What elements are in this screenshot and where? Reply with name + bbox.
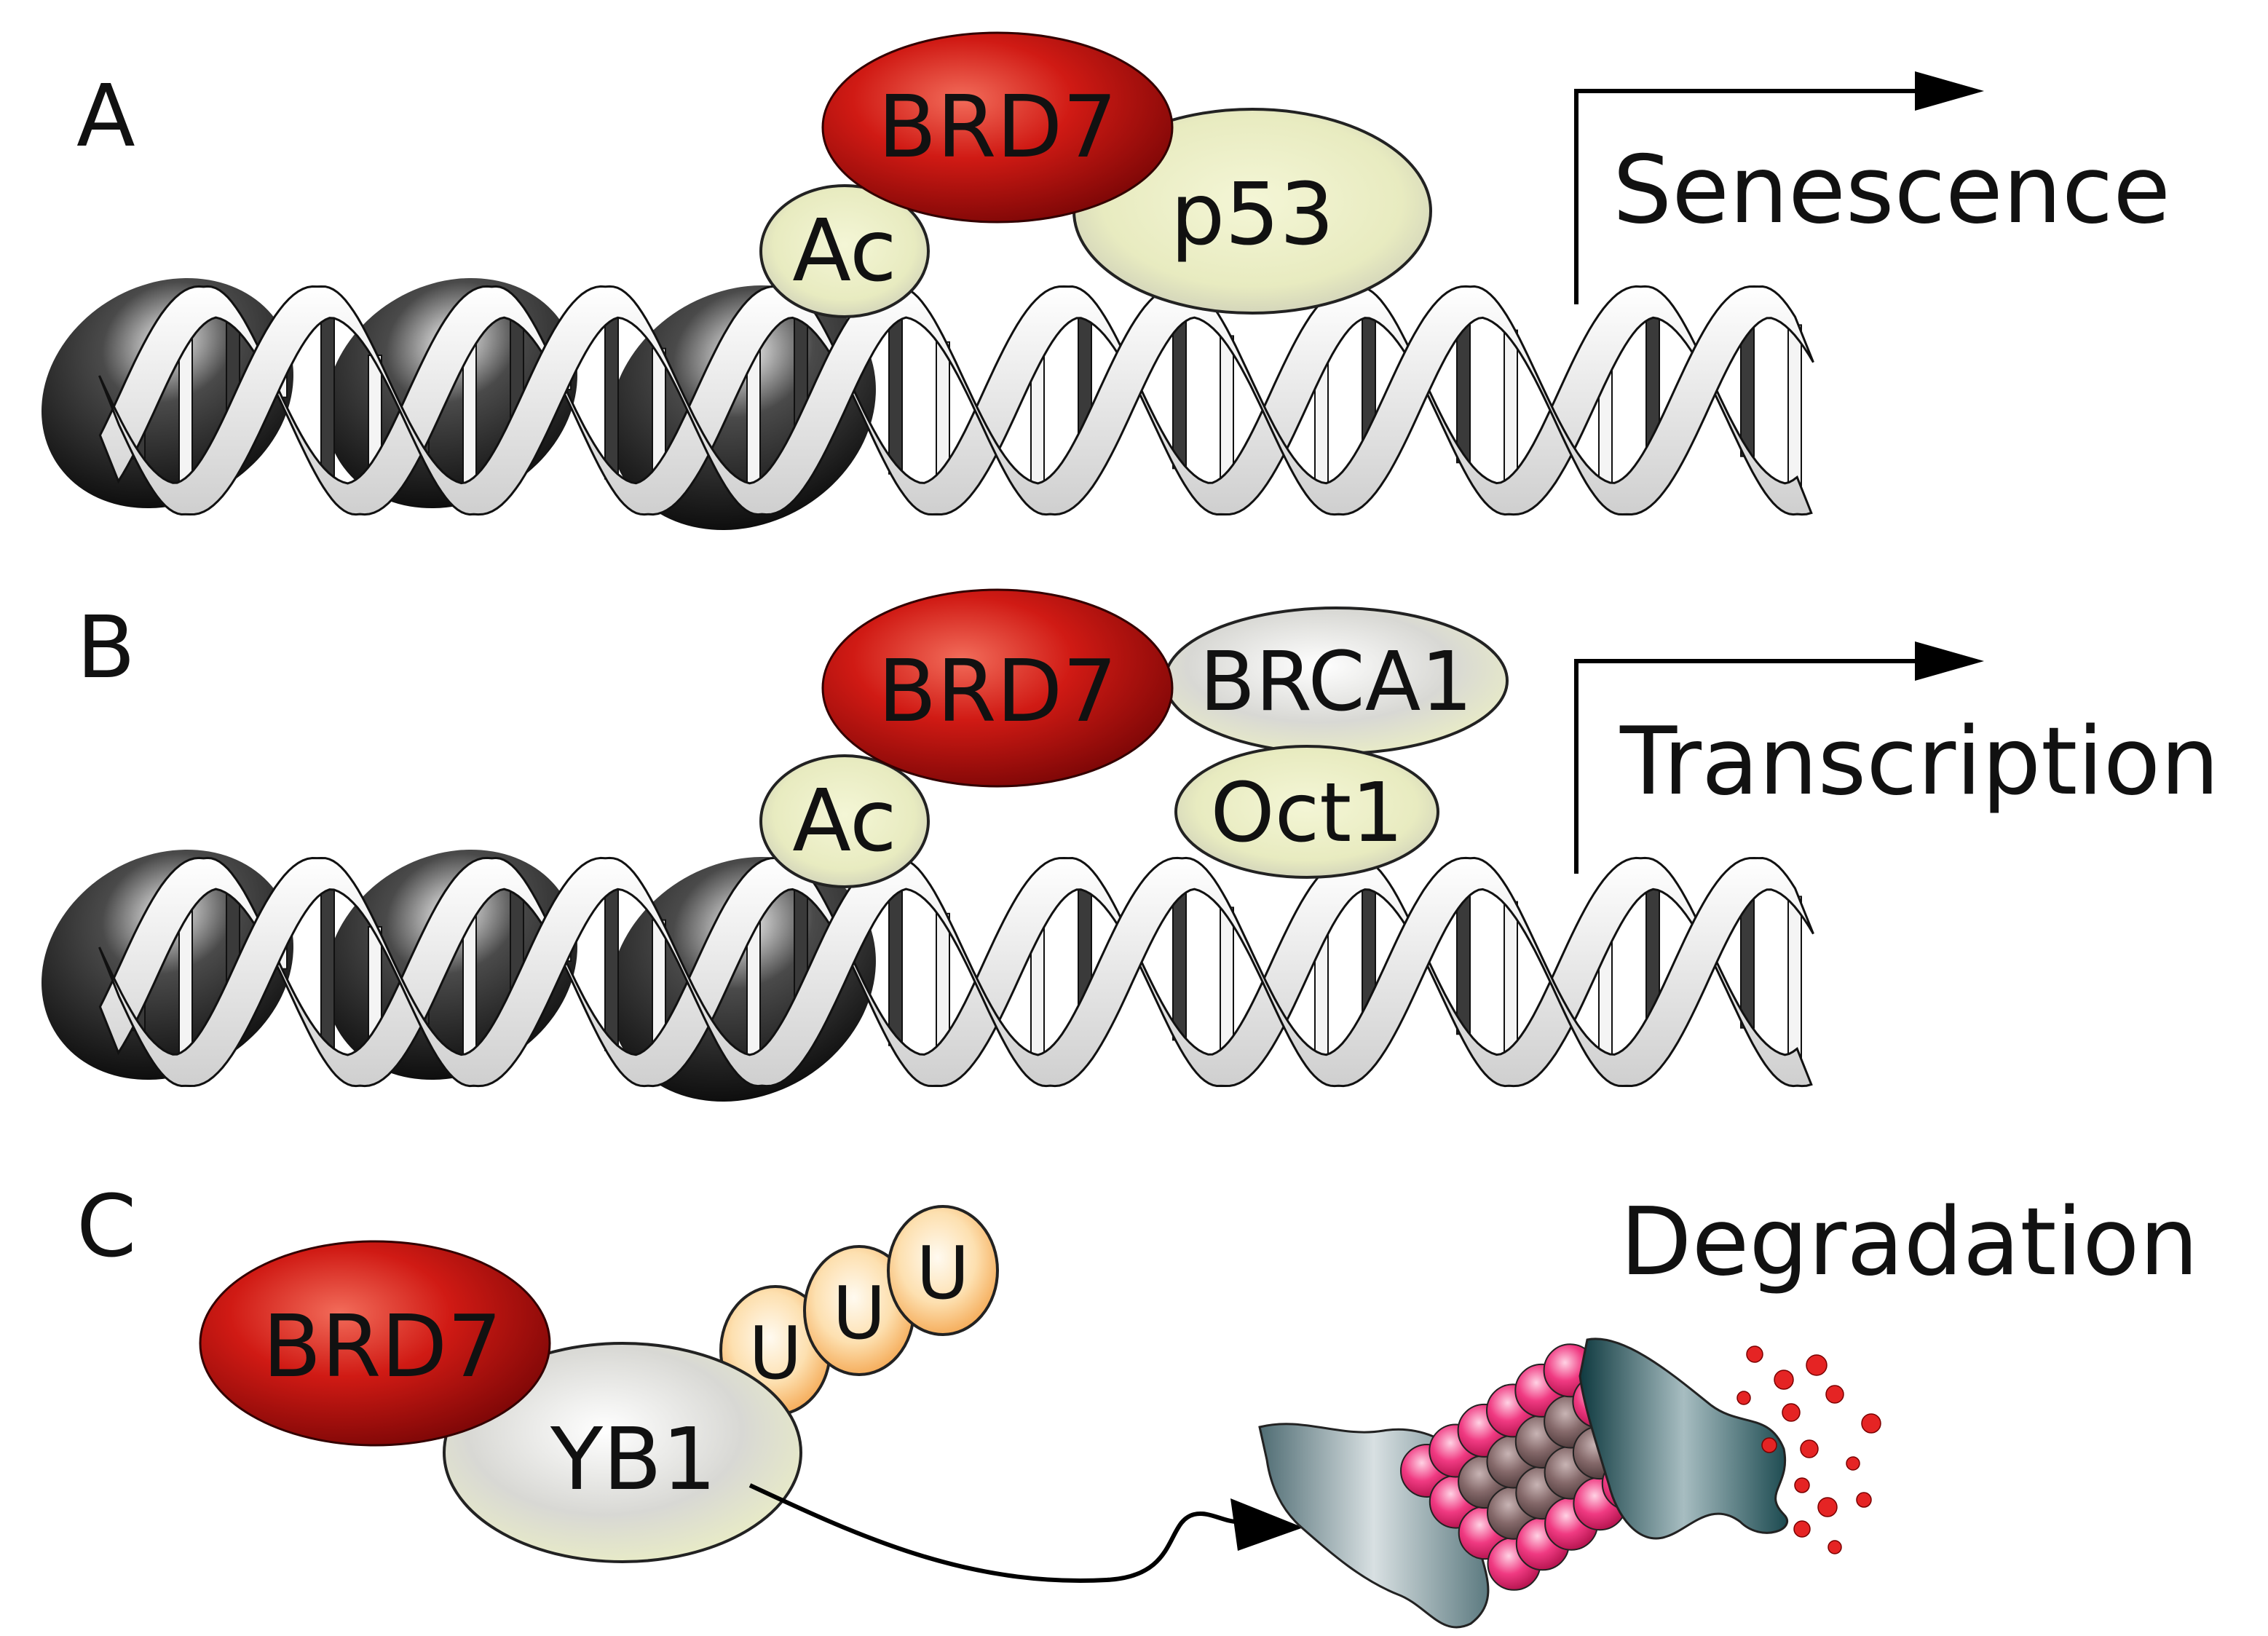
base-pair xyxy=(320,301,335,484)
peptide-fragment xyxy=(1861,1413,1881,1434)
dna-strand-front xyxy=(98,856,1814,1088)
ac-mark xyxy=(759,184,930,318)
peptide-fragment xyxy=(1846,1456,1860,1471)
dna-strand-back xyxy=(98,856,1813,1088)
proteasome xyxy=(1258,1337,1789,1629)
base-pair xyxy=(604,301,619,480)
peptide-fragment xyxy=(1774,1370,1794,1390)
ubiquitin-label: U xyxy=(832,1271,885,1356)
dna-helix-a xyxy=(98,285,1814,516)
ac-label: Ac xyxy=(792,770,897,871)
outcome-senescence: Senescence xyxy=(1613,136,2170,245)
yb1-label: YB1 xyxy=(550,1409,716,1509)
tss-arrow-a xyxy=(1574,89,1937,304)
degraded-fragments xyxy=(1736,1345,1881,1554)
p53-label: p53 xyxy=(1170,164,1334,264)
brd7-label: BRD7 xyxy=(878,641,1118,741)
ac-label: Ac xyxy=(792,200,897,301)
brd7-label: BRD7 xyxy=(263,1296,502,1396)
brd7-protein xyxy=(821,31,1174,224)
yb1-protein xyxy=(443,1342,802,1563)
peptide-fragment xyxy=(1856,1492,1872,1508)
brd7-label: BRD7 xyxy=(878,76,1118,177)
panel-b-letter: B xyxy=(76,597,135,698)
brca1-label: BRCA1 xyxy=(1199,635,1472,730)
peptide-fragment xyxy=(1782,1403,1801,1422)
panel-c-letter: C xyxy=(76,1176,136,1276)
ubiquitin xyxy=(887,1205,999,1336)
dna-strand-back xyxy=(98,285,1813,516)
arrowhead xyxy=(1230,1498,1303,1551)
peptide-fragment xyxy=(1736,1391,1751,1405)
base-pair xyxy=(1787,896,1802,1071)
dna-strand-front xyxy=(98,285,1814,516)
peptide-fragment xyxy=(1761,1437,1777,1453)
proteasome-cap-right xyxy=(1578,1337,1789,1540)
outcome-transcription: Transcription xyxy=(1619,708,2219,816)
peptide-fragment xyxy=(1794,1477,1810,1493)
brd7-protein xyxy=(199,1240,551,1447)
peptide-fragment xyxy=(1800,1439,1819,1458)
arrowhead xyxy=(1915,641,1984,681)
outcome-degradation: Degradation xyxy=(1620,1188,2199,1297)
arrowhead xyxy=(1915,71,1984,111)
peptide-fragment xyxy=(1793,1520,1811,1538)
degradation-arrow xyxy=(748,1483,1238,1583)
tss-arrow-b xyxy=(1574,659,1937,874)
base-pair xyxy=(320,873,335,1056)
dna-helix-b xyxy=(98,856,1814,1088)
panel-a-letter: A xyxy=(76,66,135,166)
peptide-fragment xyxy=(1746,1345,1763,1363)
peptide-fragment xyxy=(1828,1540,1842,1554)
peptide-fragment xyxy=(1806,1354,1828,1376)
panel-c: C Degradation U U U YB1 BRD7 xyxy=(76,1176,2199,1629)
oct1-label: Oct1 xyxy=(1211,766,1404,861)
base-pair xyxy=(604,873,619,1051)
peptide-fragment xyxy=(1825,1385,1844,1404)
base-pair xyxy=(1787,324,1802,499)
panel-a: A Senescence p53 Ac BRD7 xyxy=(42,31,2170,531)
brd7-protein xyxy=(821,588,1174,788)
oct1-protein xyxy=(1174,745,1439,879)
ac-mark xyxy=(759,754,930,888)
peptide-fragment xyxy=(1817,1497,1838,1517)
ubiquitin-label: U xyxy=(916,1230,969,1316)
panel-b: B Transcription BRCA1 Oct1 Ac BRD7 xyxy=(42,588,2219,1102)
